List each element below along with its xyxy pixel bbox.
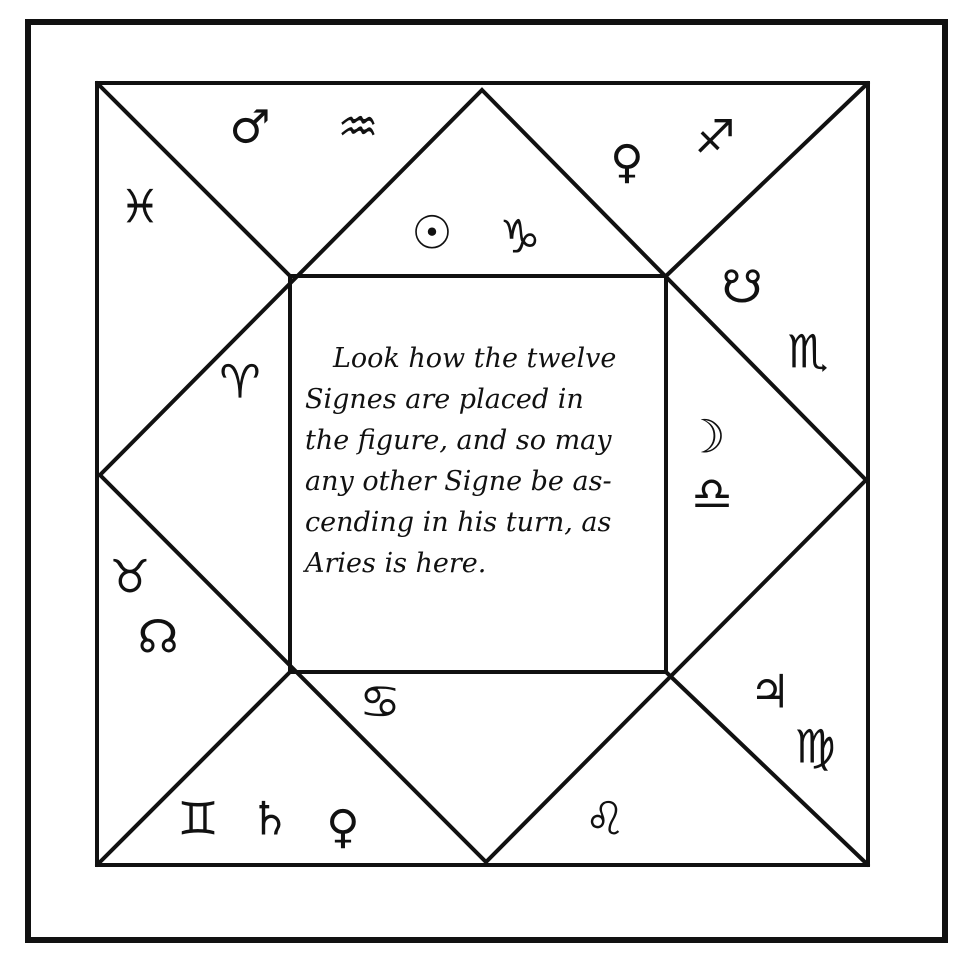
caption-line: Aries is here. (305, 548, 487, 579)
sun-symbol: ☉ (411, 206, 452, 260)
dragon-tail-symbol: ☋ (722, 260, 763, 314)
dragon-head-symbol: ☊ (138, 610, 179, 664)
center-caption: Look how the twelve Signes are placed in… (305, 338, 655, 584)
outer-border (25, 19, 948, 943)
libra-symbol: ♎ (691, 467, 732, 521)
sagittarius-symbol: ♐ (694, 110, 735, 164)
caption-line: Signes are placed in (305, 384, 584, 415)
capricorn-symbol: ♑ (499, 210, 540, 264)
pisces-symbol: ♓ (119, 180, 160, 234)
venus-symbol: ♀ (326, 800, 360, 854)
diamond (97, 87, 869, 865)
cancer-symbol: ♋ (359, 675, 400, 729)
center-box (288, 274, 668, 674)
jupiter-symbol: ♃ (749, 665, 790, 719)
aries-symbol: ♈ (219, 355, 260, 409)
diagonal-tl (95, 81, 292, 278)
moon-symbol: ☽ (684, 410, 725, 464)
taurus-symbol: ♉ (109, 550, 150, 604)
chart-square (95, 81, 870, 867)
mars-symbol: ♂ (229, 100, 270, 154)
venus-symbol: ♀ (610, 135, 644, 189)
gemini-symbol: ♊ (177, 792, 218, 846)
scorpio-symbol: ♏ (787, 325, 828, 379)
caption-line: cending in his turn, as (305, 507, 612, 538)
diagonal-br (664, 670, 870, 867)
leo-symbol: ♌ (584, 792, 625, 846)
virgo-symbol: ♍ (794, 720, 835, 774)
aquarius-symbol: ♒ (337, 100, 378, 154)
caption-line: any other Signe be as- (305, 466, 612, 497)
diagonal-tr (664, 81, 870, 278)
caption-line: Look how the twelve (333, 343, 617, 374)
diagonal-bl (95, 670, 292, 867)
saturn-symbol: ♄ (249, 792, 290, 846)
caption-line: the figure, and so may (305, 425, 612, 456)
